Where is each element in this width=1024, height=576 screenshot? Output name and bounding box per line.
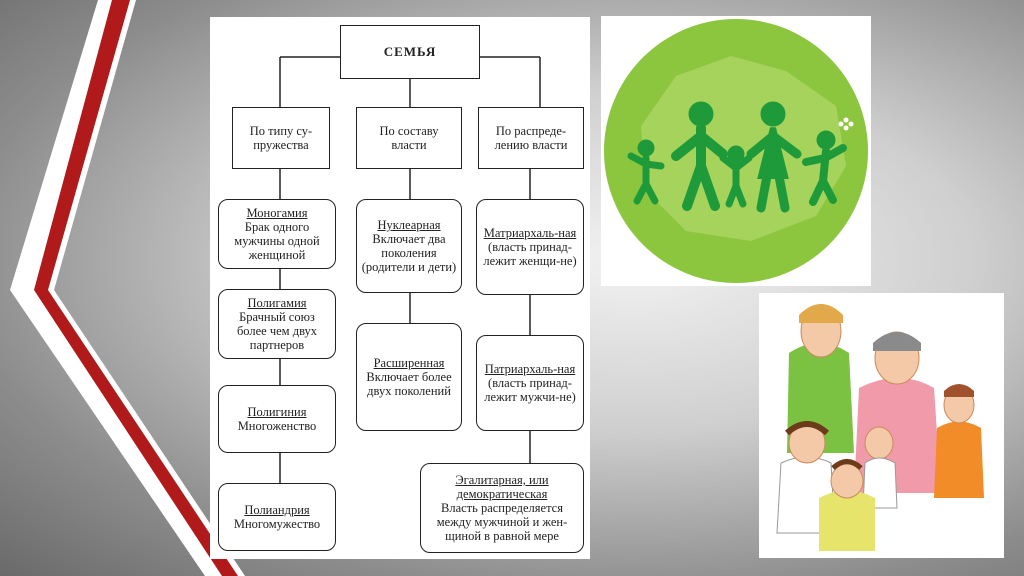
node-egalitarian: Эгалитарная, или демократическая Власть … [420,463,584,553]
node-matriarchal: Матриархаль-ная (власть принад-лежит жен… [476,199,584,295]
family-logo-icon [604,19,868,283]
node-nuclear: Нуклеарная Включает два поколения (родит… [356,199,462,293]
node-extended: Расширенная Включает более двух поколени… [356,323,462,431]
node-desc: Власть распределяется между мужчиной и ж… [436,501,568,543]
node-title: Моногамия [246,206,308,220]
category-node-composition: По составу власти [356,107,462,169]
category-label: По типу су- пружества [249,124,313,152]
node-title: Нуклеарная [377,218,441,232]
node-monogamy: Моногамия Брак одного мужчины одной женщ… [218,199,336,269]
node-title: Полиандрия [244,503,310,517]
category-node-distribution: По распреде- лению власти [478,107,584,169]
node-polygamy: Полигамия Брачный союз более чем двух па… [218,289,336,359]
node-polygyny: Полигиния Многоженство [218,385,336,453]
flower-icon [838,117,854,131]
node-desc: Включает два поколения (родители и дети) [361,232,457,274]
family-map-logo [601,16,871,286]
node-title: Расширенная [373,356,445,370]
white-stripe [10,0,245,576]
node-desc: (власть принад-лежит женщи-не) [483,240,577,268]
node-desc: Брачный союз более чем двух партнеров [236,310,318,352]
category-label: По распреде- лению власти [494,124,568,152]
node-desc: Многомужество [233,517,321,531]
node-desc: Включает более двух поколений [366,370,452,398]
node-polyandry: Полиандрия Многомужество [218,483,336,551]
connector-lines [279,56,541,483]
node-title: Эгалитарная, или демократическая [455,473,549,501]
node-desc: Брак одного мужчины одной женщиной [234,220,320,262]
root-node: СЕМЬЯ [340,25,480,79]
node-title: Полигиния [247,405,307,419]
family-drawing [759,293,1004,558]
family-drawing-icon [776,304,984,551]
node-title: Патриархаль-ная [484,362,576,376]
family-classification-diagram: СЕМЬЯ По типу су- пружества По составу в… [210,17,590,559]
category-label: По составу власти [379,124,439,152]
node-desc: (власть принад-лежит мужчи-не) [484,376,576,404]
red-stripe [34,0,238,576]
node-patriarchal: Патриархаль-ная (власть принад-лежит муж… [476,335,584,431]
root-label: СЕМЬЯ [383,44,437,59]
node-desc: Многоженство [237,419,317,433]
category-node-marital: По типу су- пружества [232,107,330,169]
node-title: Матриархаль-ная [483,226,577,240]
node-title: Полигамия [247,296,307,310]
